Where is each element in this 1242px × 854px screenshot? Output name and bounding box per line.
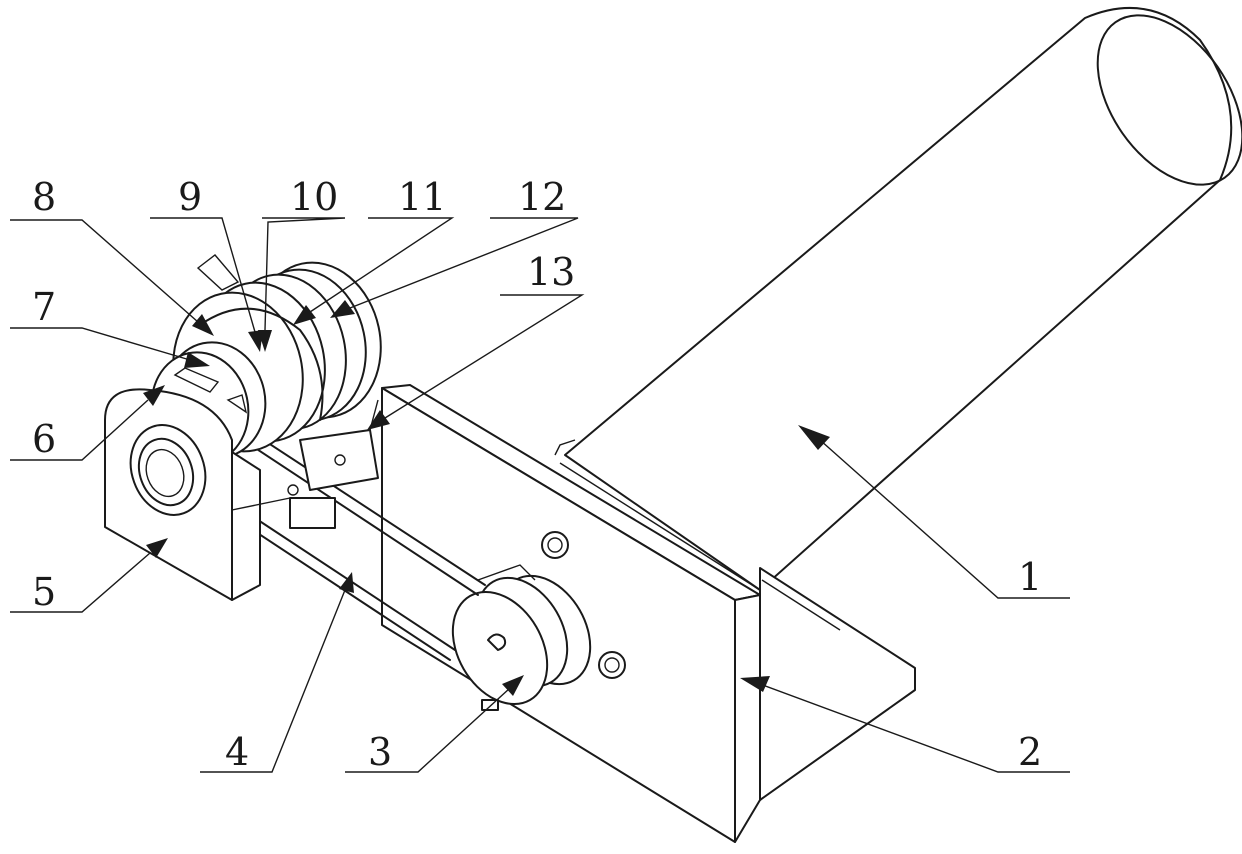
callout-12: 12	[330, 175, 579, 318]
callout-3: 3	[345, 675, 524, 774]
callout-5-text: 5	[32, 570, 56, 614]
callout-1-text: 1	[1018, 555, 1042, 599]
callout-12-text: 12	[518, 175, 566, 219]
callout-9-text: 9	[178, 175, 202, 219]
drive-belt	[224, 417, 486, 661]
callout-6-text: 6	[32, 417, 56, 461]
driven-pulley	[451, 531, 626, 711]
callout-13-text: 13	[527, 250, 575, 294]
support-block	[287, 399, 379, 529]
mount-block	[104, 388, 291, 601]
callout-2-text: 2	[1018, 730, 1042, 774]
cylinder-part	[554, 7, 1242, 591]
callout-1: 1	[798, 425, 1070, 599]
callout-10-text: 10	[290, 175, 338, 219]
callout-10: 10	[258, 175, 346, 352]
callout-4: 4	[200, 572, 354, 774]
callout-9: 9	[150, 175, 263, 352]
callout-5: 5	[10, 538, 168, 614]
callout-8: 8	[10, 175, 214, 336]
callout-11: 11	[293, 175, 455, 325]
callout-2: 2	[740, 676, 1070, 774]
callout-8-text: 8	[32, 175, 56, 219]
callout-11-text: 11	[398, 175, 446, 219]
callout-7: 7	[10, 285, 210, 368]
callout-7-text: 7	[32, 285, 56, 329]
callout-4-text: 4	[225, 730, 249, 774]
callout-6: 6	[10, 385, 165, 461]
callout-3-text: 3	[368, 730, 392, 774]
callout-13: 13	[367, 250, 585, 430]
